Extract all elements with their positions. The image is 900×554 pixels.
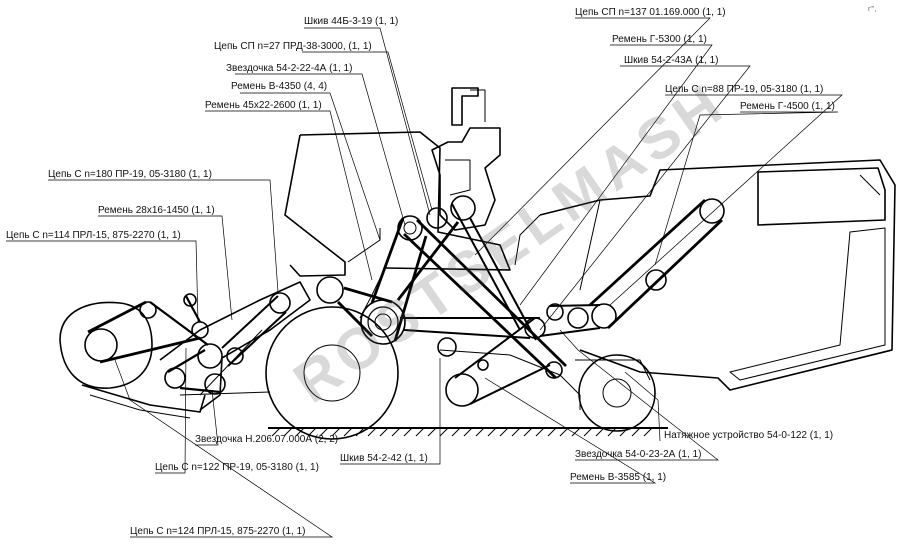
label-pulley-54-2-42: Шкив 54-2-42 (1, 1) <box>340 453 428 464</box>
watermark-text: ROSTSELMASH <box>282 69 738 415</box>
label-chain-s-122: Цепь С n=122 ПР-19, 05-3180 (1, 1) <box>155 462 319 473</box>
label-tensioner-54-0-122: Натяжное устройство 54-0-122 (1, 1) <box>664 430 834 441</box>
belt-cross-2 <box>396 221 460 301</box>
cabin-body <box>539 159 896 391</box>
corner-mark: r''', <box>868 6 877 13</box>
chain-left <box>87 300 147 334</box>
label-pulley-54-2-43a: Шкив 54-2-43А (1, 1) <box>624 55 719 66</box>
belt-main-drive <box>370 217 405 304</box>
front-wheel <box>265 306 399 440</box>
label-chain-sp-137: Цепь СП n=137 01.169.000 (1, 1) <box>575 7 726 18</box>
label-belt-28x16-1450: Ремень 28х16-1450 (1, 1) <box>98 205 215 216</box>
pulley <box>316 276 344 304</box>
label-chain-sp-27: Цепь СП n=27 ПРД-38-3000, (1, 1) <box>214 41 372 52</box>
label-belt-g-5300: Ремень Г-5300 (1, 1) <box>612 34 707 45</box>
cabin-window <box>757 167 886 226</box>
engine-exhaust <box>451 87 479 126</box>
label-sprocket-54-2-22-4a: Звездочка 54-2-22-4А (1, 1) <box>226 63 353 74</box>
label-belt-v-3585: Ремень В-3585 (1, 1) <box>570 472 667 483</box>
label-chain-s-124: Цепь С n=124 ПРЛ-15, 875-2270 (1, 1) <box>130 526 306 537</box>
label-chain-s-88: Цепь С n=88 ПР-19, 05-3180 (1, 1) <box>665 84 824 95</box>
belt-rear <box>589 198 706 307</box>
leader-lines <box>6 17 843 538</box>
watermark-logo: ROSTSELMASH <box>282 69 738 415</box>
label-sprocket-n206: Звездочка Н.206.07.000А (2, 2) <box>195 434 339 445</box>
label-chain-s-180: Цепь С n=180 ПР-19, 05-3180 (1, 1) <box>48 169 212 180</box>
label-sprocket-54-0-23-2a: Звездочка 54-0-23-2А (1, 1) <box>575 449 702 460</box>
reel-drum <box>59 301 153 389</box>
label-belt-v-4350: Ремень В-4350 (4, 4) <box>231 81 328 92</box>
label-pulley-44b-3-19: Шкив 44Б-3-19 (1, 1) <box>304 16 399 27</box>
hopper-frame <box>299 131 511 271</box>
feeder-house <box>159 281 311 411</box>
engine-block <box>431 127 501 231</box>
ground-hatch <box>271 427 653 437</box>
label-chain-s-114: Цепь С n=114 ПРЛ-15, 875-2270 (1, 1) <box>6 230 181 241</box>
label-belt-45x22-2600: Ремень 45х22-2600 (1, 1) <box>205 100 322 111</box>
rear-wheel <box>578 354 656 432</box>
label-belt-g-4500: Ремень Г-4500 (1, 1) <box>740 101 835 112</box>
